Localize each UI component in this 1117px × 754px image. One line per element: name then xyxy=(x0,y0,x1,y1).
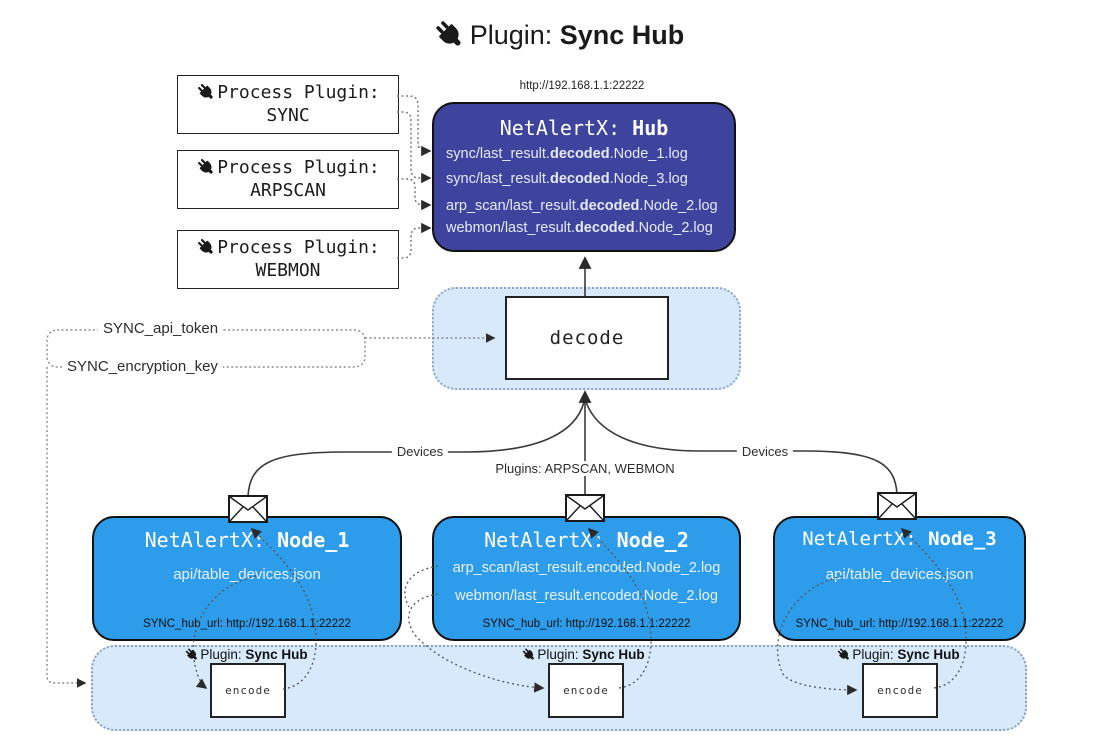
process-plugin-label: Process Plugin: xyxy=(178,157,398,178)
hub-entry: sync/last_result.decoded.Node_3.log xyxy=(446,171,688,187)
node-file: api/table_devices.json xyxy=(825,566,974,583)
node-hub-url: SYNC_hub_url: http://192.168.1.1:22222 xyxy=(143,618,351,630)
node-file: webmon/last_result.encoded.Node_2.log xyxy=(455,588,718,604)
node-file: api/table_devices.json xyxy=(173,566,321,583)
node-file: arp_scan/last_result.encoded.Node_2.log xyxy=(452,560,721,576)
node-hub-url: SYNC_hub_url: http://192.168.1.1:22222 xyxy=(795,618,1004,630)
envelope-icon xyxy=(565,494,605,522)
process-plugin-label: Process Plugin: xyxy=(178,237,398,258)
plug-icon xyxy=(433,20,470,50)
process-plugin-box-webmon: Process Plugin: WEBMON xyxy=(177,230,399,289)
hub-entry: sync/last_result.decoded.Node_1.log xyxy=(446,146,688,162)
edge-sync-to-hub-1 xyxy=(397,95,432,157)
process-plugin-label: Process Plugin: xyxy=(178,82,398,103)
plug-icon xyxy=(196,237,217,258)
process-plugin-box-arpscan: Process Plugin: ARPSCAN xyxy=(177,150,399,209)
decode-box: decode xyxy=(505,296,669,380)
plug-icon xyxy=(184,647,200,662)
title-label: Plugin: xyxy=(469,20,553,50)
edge-sync-to-hub-2 xyxy=(397,111,432,184)
encode-box: encode xyxy=(210,663,286,718)
hub-box: NetAlertX: Hub sync/last_result.decoded.… xyxy=(432,102,736,252)
node-hub-url: SYNC_hub_url: http://192.168.1.1:22222 xyxy=(482,618,691,630)
process-plugin-name: SYNC xyxy=(266,105,310,126)
envelope-icon xyxy=(228,495,268,523)
edge-label-plugins-mid: Plugins: ARPSCAN, WEBMON xyxy=(490,461,680,476)
setting-sync-encryption-key: SYNC_encryption_key xyxy=(62,358,223,375)
title-name: Sync Hub xyxy=(559,20,685,50)
plug-icon xyxy=(521,647,537,662)
edge-settings-to-band xyxy=(46,367,87,688)
plug-icon xyxy=(836,647,852,662)
process-plugin-name: ARPSCAN xyxy=(250,180,326,201)
envelope-icon xyxy=(877,492,917,520)
node3-box: NetAlertX: Node_3 api/table_devices.json… xyxy=(773,516,1026,641)
process-plugin-box-sync: Process Plugin: SYNC xyxy=(177,75,399,134)
edge-webmon-to-hub xyxy=(397,222,432,259)
process-plugin-name: WEBMON xyxy=(255,260,321,281)
node1-box: NetAlertX: Node_1 api/table_devices.json… xyxy=(92,516,402,641)
hub-entry: arp_scan/last_result.decoded.Node_2.log xyxy=(446,198,718,214)
plug-icon xyxy=(196,82,217,103)
hub-title: NetAlertX: Hub xyxy=(499,116,669,140)
plug-icon xyxy=(196,157,217,178)
node-title: NetAlertX: Node_1 xyxy=(144,528,350,552)
edge-label-devices-right: Devices xyxy=(736,444,794,459)
node-title: NetAlertX: Node_3 xyxy=(802,528,997,550)
diagram-title: Plugin: Sync Hub xyxy=(0,18,1117,51)
hub-url-label: http://192.168.1.1:22222 xyxy=(519,80,645,92)
hub-entry: webmon/last_result.decoded.Node_2.log xyxy=(446,220,713,236)
encode-box: encode xyxy=(862,663,938,718)
encoder-label: Plugin: Sync Hub xyxy=(184,647,308,662)
encode-box: encode xyxy=(548,663,624,718)
encoder-label: Plugin: Sync Hub xyxy=(836,647,960,662)
node2-box: NetAlertX: Node_2 arp_scan/last_result.e… xyxy=(432,516,741,641)
edge-arpscan-to-hub xyxy=(397,178,432,211)
encoder-label: Plugin: Sync Hub xyxy=(521,647,645,662)
edge-label-devices-left: Devices xyxy=(391,444,449,459)
node-title: NetAlertX: Node_2 xyxy=(484,528,689,552)
setting-sync-api-token: SYNC_api_token xyxy=(98,320,224,337)
